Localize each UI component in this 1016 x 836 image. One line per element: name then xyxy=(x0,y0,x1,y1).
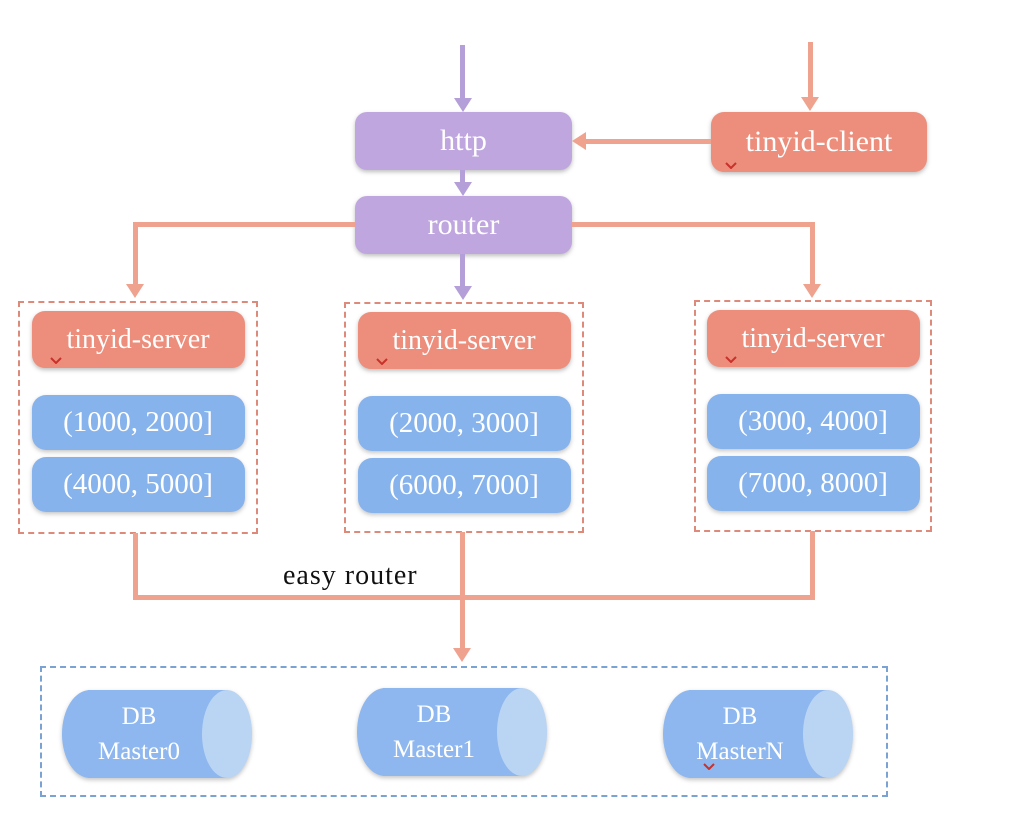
server-group-0: tinyid-server (1000, 2000] (4000, 5000] xyxy=(18,301,258,534)
arrow-client-to-http-line xyxy=(584,139,711,144)
branch-left-head xyxy=(126,284,144,298)
db-cylinder-master1: DB Master1 xyxy=(357,688,547,776)
cylinder-cap xyxy=(497,688,547,776)
db-label: DB Master1 xyxy=(357,688,511,776)
node-tinyid-server-0-label: tinyid-server xyxy=(66,323,210,355)
branch-right-vline xyxy=(810,222,815,286)
cylinder-cap xyxy=(202,690,252,778)
range-box: (7000, 8000] xyxy=(706,456,920,511)
db-label-line2: Master0 xyxy=(98,738,180,765)
db-cylinder-masterN: DB MasterN xyxy=(663,690,853,778)
server-group-2: tinyid-server (3000, 4000] (7000, 8000] xyxy=(694,300,932,532)
merge-hline xyxy=(133,595,815,600)
node-http: http xyxy=(355,112,572,170)
server-group-1: tinyid-server (2000, 3000] (6000, 7000] xyxy=(344,302,584,533)
easy-router-label: easy router xyxy=(283,560,418,591)
range-label: (3000, 4000] xyxy=(738,405,888,437)
spellcheck-mark-icon xyxy=(724,356,737,363)
branch-right-head xyxy=(803,284,821,298)
branch-left-hline xyxy=(133,222,355,227)
node-tinyid-server-2: tinyid-server xyxy=(706,310,920,367)
db-label: DB Master0 xyxy=(62,690,216,778)
range-box: (4000, 5000] xyxy=(31,457,245,512)
db-label-line2: Master1 xyxy=(393,736,475,763)
merge-right-vline xyxy=(810,531,815,598)
merge-middle-vline xyxy=(460,532,465,650)
range-box: (6000, 7000] xyxy=(357,458,571,513)
range-label: (4000, 5000] xyxy=(63,468,213,500)
node-http-label: http xyxy=(440,124,487,157)
branch-middle-vline xyxy=(460,254,465,288)
node-tinyid-server-0: tinyid-server xyxy=(31,311,245,368)
spellcheck-mark-icon xyxy=(703,763,715,770)
range-label: (6000, 7000] xyxy=(389,469,539,501)
merge-left-vline xyxy=(133,533,138,598)
node-tinyid-server-1-label: tinyid-server xyxy=(392,324,536,356)
arrow-in-client-line xyxy=(808,42,813,98)
arrow-in-http-line xyxy=(460,45,465,100)
node-tinyid-client-label: tinyid-client xyxy=(745,125,893,158)
branch-middle-head xyxy=(454,286,472,300)
spellcheck-mark-icon xyxy=(375,358,388,365)
db-label: DB MasterN xyxy=(663,690,817,778)
range-label: (7000, 8000] xyxy=(738,467,888,499)
db-label-line1: DB xyxy=(722,702,758,730)
branch-right-hline xyxy=(572,222,815,227)
arrow-in-http-head xyxy=(454,98,472,112)
branch-left-vline xyxy=(133,222,138,286)
db-label-line1: DB xyxy=(416,700,452,728)
db-cylinder-master0: DB Master0 xyxy=(62,690,252,778)
arrow-http-to-router-head xyxy=(454,182,472,196)
node-tinyid-server-2-label: tinyid-server xyxy=(741,322,885,354)
node-router: router xyxy=(355,196,572,254)
range-box: (2000, 3000] xyxy=(357,396,571,451)
range-label: (2000, 3000] xyxy=(389,407,539,439)
range-box: (3000, 4000] xyxy=(706,394,920,449)
node-tinyid-server-1: tinyid-server xyxy=(357,312,571,369)
arrow-http-to-router-line xyxy=(460,170,465,184)
db-label-line1: DB xyxy=(121,702,157,730)
db-label-line2: MasterN xyxy=(696,738,784,765)
node-tinyid-client: tinyid-client xyxy=(711,112,927,172)
cylinder-cap xyxy=(803,690,853,778)
spellcheck-mark-icon xyxy=(49,357,62,364)
arrow-in-client-head xyxy=(801,97,819,111)
arrow-client-to-http-head xyxy=(572,132,586,150)
db-layer xyxy=(40,666,888,797)
range-label: (1000, 2000] xyxy=(63,406,213,438)
node-router-label: router xyxy=(427,208,500,241)
merge-middle-head xyxy=(453,648,471,662)
spellcheck-mark-icon xyxy=(725,162,737,169)
range-box: (1000, 2000] xyxy=(31,395,245,450)
